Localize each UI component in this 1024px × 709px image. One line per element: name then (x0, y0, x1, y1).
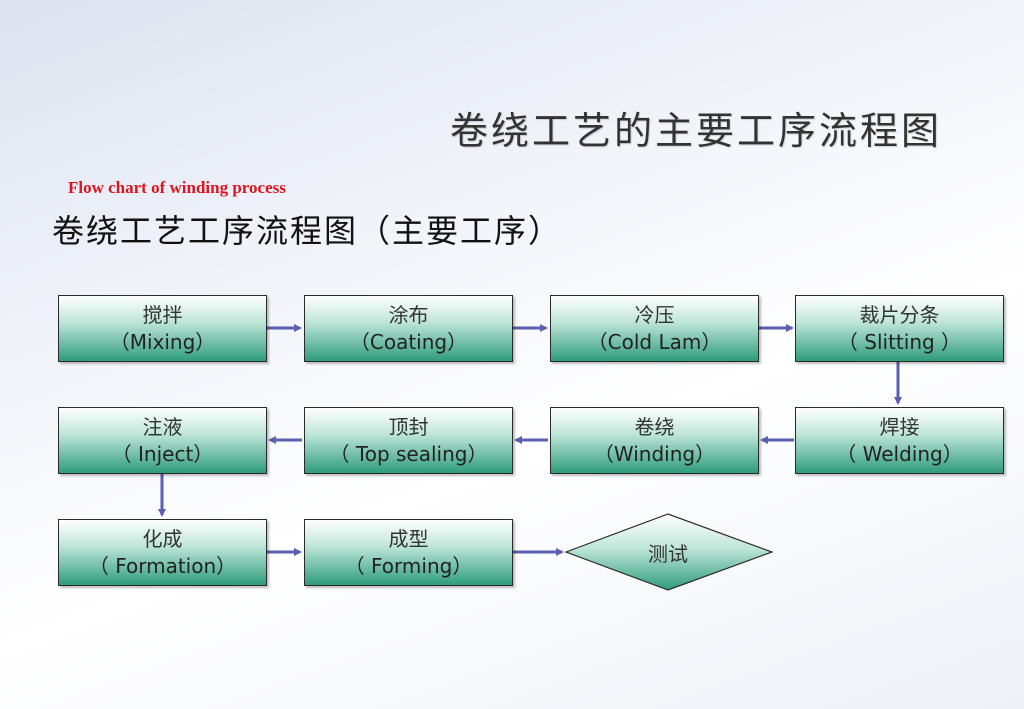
node-cn-label: 搅拌 (142, 302, 183, 327)
sub-title: 卷绕工艺工序流程图（主要工序） (52, 212, 563, 250)
node-cn-label: 成型 (388, 526, 429, 551)
english-title: Flow chart of winding process (68, 178, 286, 197)
node-en-label: （ Top sealing） (329, 441, 488, 466)
node-cn-label: 裁片分条 (859, 302, 940, 327)
main-title: 卷绕工艺的主要工序流程图 (450, 109, 943, 153)
node-cold-lam: 冷压 （Cold Lam） (550, 295, 759, 362)
node-en-label: （ Formation） (88, 553, 237, 578)
node-cn-label: 冷压 (634, 302, 675, 327)
node-formation: 化成 （ Formation） (58, 519, 267, 586)
node-cn-label: 顶封 (388, 414, 429, 439)
node-welding: 焊接 （ Welding） (795, 407, 1004, 474)
node-top-sealing: 顶封 （ Top sealing） (304, 407, 513, 474)
node-cn-label: 焊接 (879, 414, 920, 439)
node-winding: 卷绕 （Winding） (550, 407, 759, 474)
node-cn-label: 卷绕 (634, 414, 675, 439)
node-en-label: （ Forming） (344, 553, 473, 578)
node-cn-label: 化成 (142, 526, 183, 551)
node-en-label: （ Welding） (836, 441, 963, 466)
node-en-label: （Cold Lam） (587, 329, 722, 354)
node-en-label: （ Inject） (111, 441, 214, 466)
node-coating: 涂布 （Coating） (304, 295, 513, 362)
node-forming: 成型 （ Forming） (304, 519, 513, 586)
node-cn-label: 注液 (142, 414, 183, 439)
test-diamond (564, 513, 774, 591)
node-en-label: （Mixing） (109, 329, 216, 354)
node-en-label: （ Slitting ） (837, 329, 962, 354)
node-slitting: 裁片分条 （ Slitting ） (795, 295, 1004, 362)
test-label: 测试 (648, 542, 688, 566)
node-cn-label: 涂布 (388, 302, 429, 327)
node-inject: 注液 （ Inject） (58, 407, 267, 474)
node-mixing: 搅拌 （Mixing） (58, 295, 267, 362)
node-en-label: （Coating） (349, 329, 468, 354)
node-en-label: （Winding） (593, 441, 716, 466)
